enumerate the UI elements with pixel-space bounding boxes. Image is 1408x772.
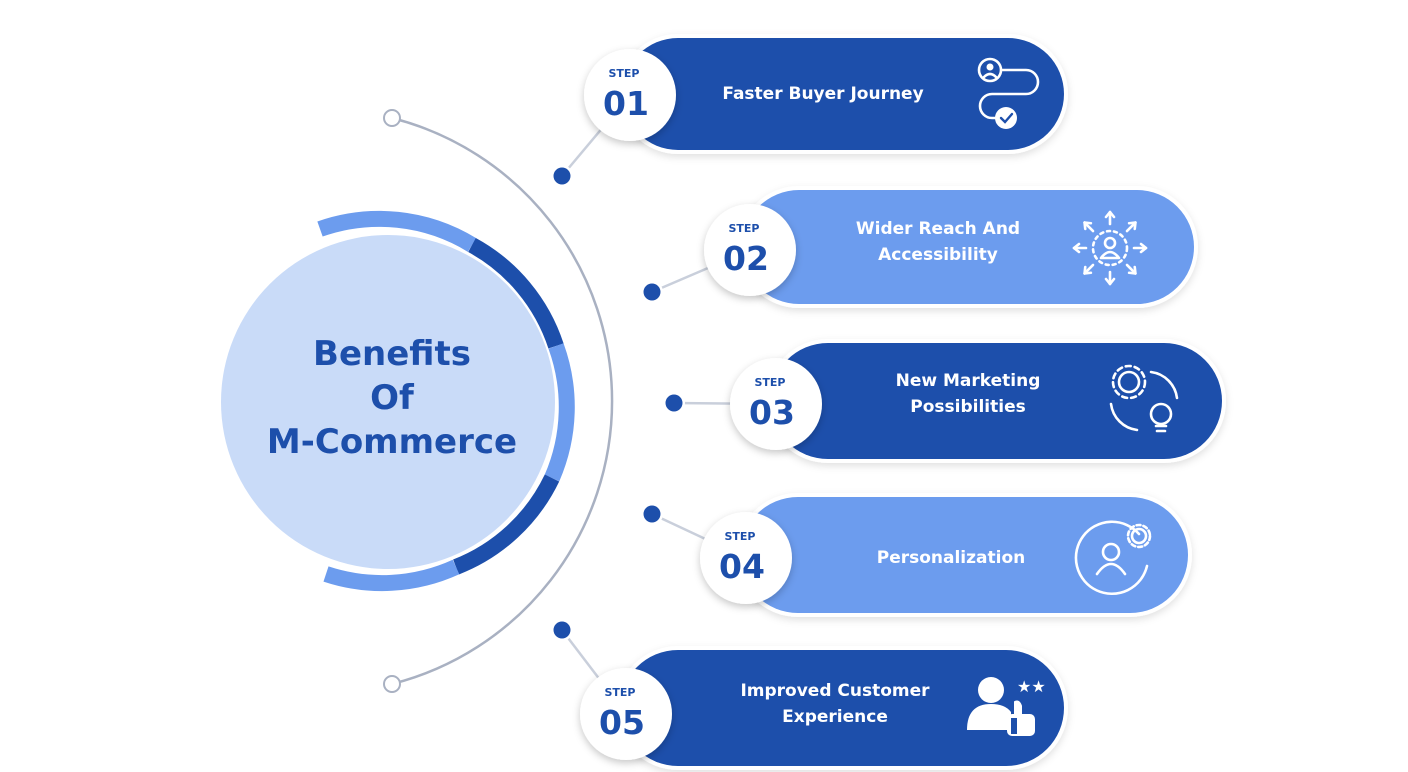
arc-dot-inner — [643, 505, 661, 523]
arc-dot-inner — [665, 394, 683, 412]
step-word: STEP — [724, 530, 755, 543]
title-line-1: Benefits — [313, 334, 471, 374]
ring-segment-light-top — [317, 210, 477, 252]
step-word: STEP — [608, 67, 639, 80]
arc-end-bottom — [383, 675, 401, 693]
arc-dot-inner — [643, 283, 661, 301]
step-pill-fill — [740, 497, 1188, 613]
diagram-title: Benefits Of M-Commerce — [236, 332, 548, 464]
step-label-line-1: Personalization — [877, 548, 1026, 568]
arc-dot-inner — [553, 621, 571, 639]
step-01: STEP 01 Faster Buyer Journey — [551, 34, 1068, 187]
step-badge — [730, 358, 822, 450]
step-label-line-2: Experience — [782, 707, 888, 727]
step-04: STEP 04 Personalization — [641, 493, 1192, 617]
title-line-3: M-Commerce — [266, 422, 518, 462]
step-label-line-1: Wider Reach And — [856, 219, 1020, 239]
step-label-line-1: New Marketing — [896, 371, 1041, 391]
arc-connector — [391, 116, 614, 686]
arc-end-top — [383, 109, 401, 127]
marketing-ideas-icon — [1109, 364, 1179, 433]
reach-accessibility-icon — [1072, 210, 1148, 286]
step-pill-fill — [620, 650, 1064, 766]
customer-experience-icon: ★★ — [967, 677, 1046, 736]
step-number: 02 — [723, 239, 769, 278]
step-pill-fill — [622, 38, 1064, 150]
center-circle — [221, 235, 555, 569]
step-word: STEP — [728, 222, 759, 235]
ring-segment-dark-top — [468, 237, 564, 349]
ring-segment-light-bottom — [323, 559, 460, 592]
step-word: STEP — [754, 376, 785, 389]
step-number: 01 — [603, 84, 649, 123]
step-number: 05 — [599, 703, 645, 742]
step-pill-fill — [742, 190, 1194, 304]
step-number: 03 — [749, 393, 795, 432]
personalization-icon — [1074, 520, 1152, 596]
step-label-line-2: Accessibility — [878, 245, 998, 265]
step-badge — [580, 668, 672, 760]
step-pill-fill — [770, 343, 1222, 459]
step-badge — [584, 49, 676, 141]
svg-text:★★: ★★ — [1017, 677, 1046, 696]
step-word: STEP — [604, 686, 635, 699]
arc-dot-inner — [553, 167, 571, 185]
step-label-line-1: Faster Buyer Journey — [722, 84, 923, 104]
ring-segment-light-mid — [544, 343, 575, 482]
center-hub — [221, 210, 575, 592]
step-label-line-1: Improved Customer — [740, 681, 930, 701]
title-line-2: Of — [370, 378, 414, 418]
buyer-journey-icon — [977, 57, 1040, 129]
step-number: 04 — [719, 547, 765, 586]
step-badge — [704, 204, 796, 296]
step-badge — [700, 512, 792, 604]
step-label-line-2: Possibilities — [910, 397, 1025, 417]
ring-segment-dark-bottom — [453, 474, 560, 575]
